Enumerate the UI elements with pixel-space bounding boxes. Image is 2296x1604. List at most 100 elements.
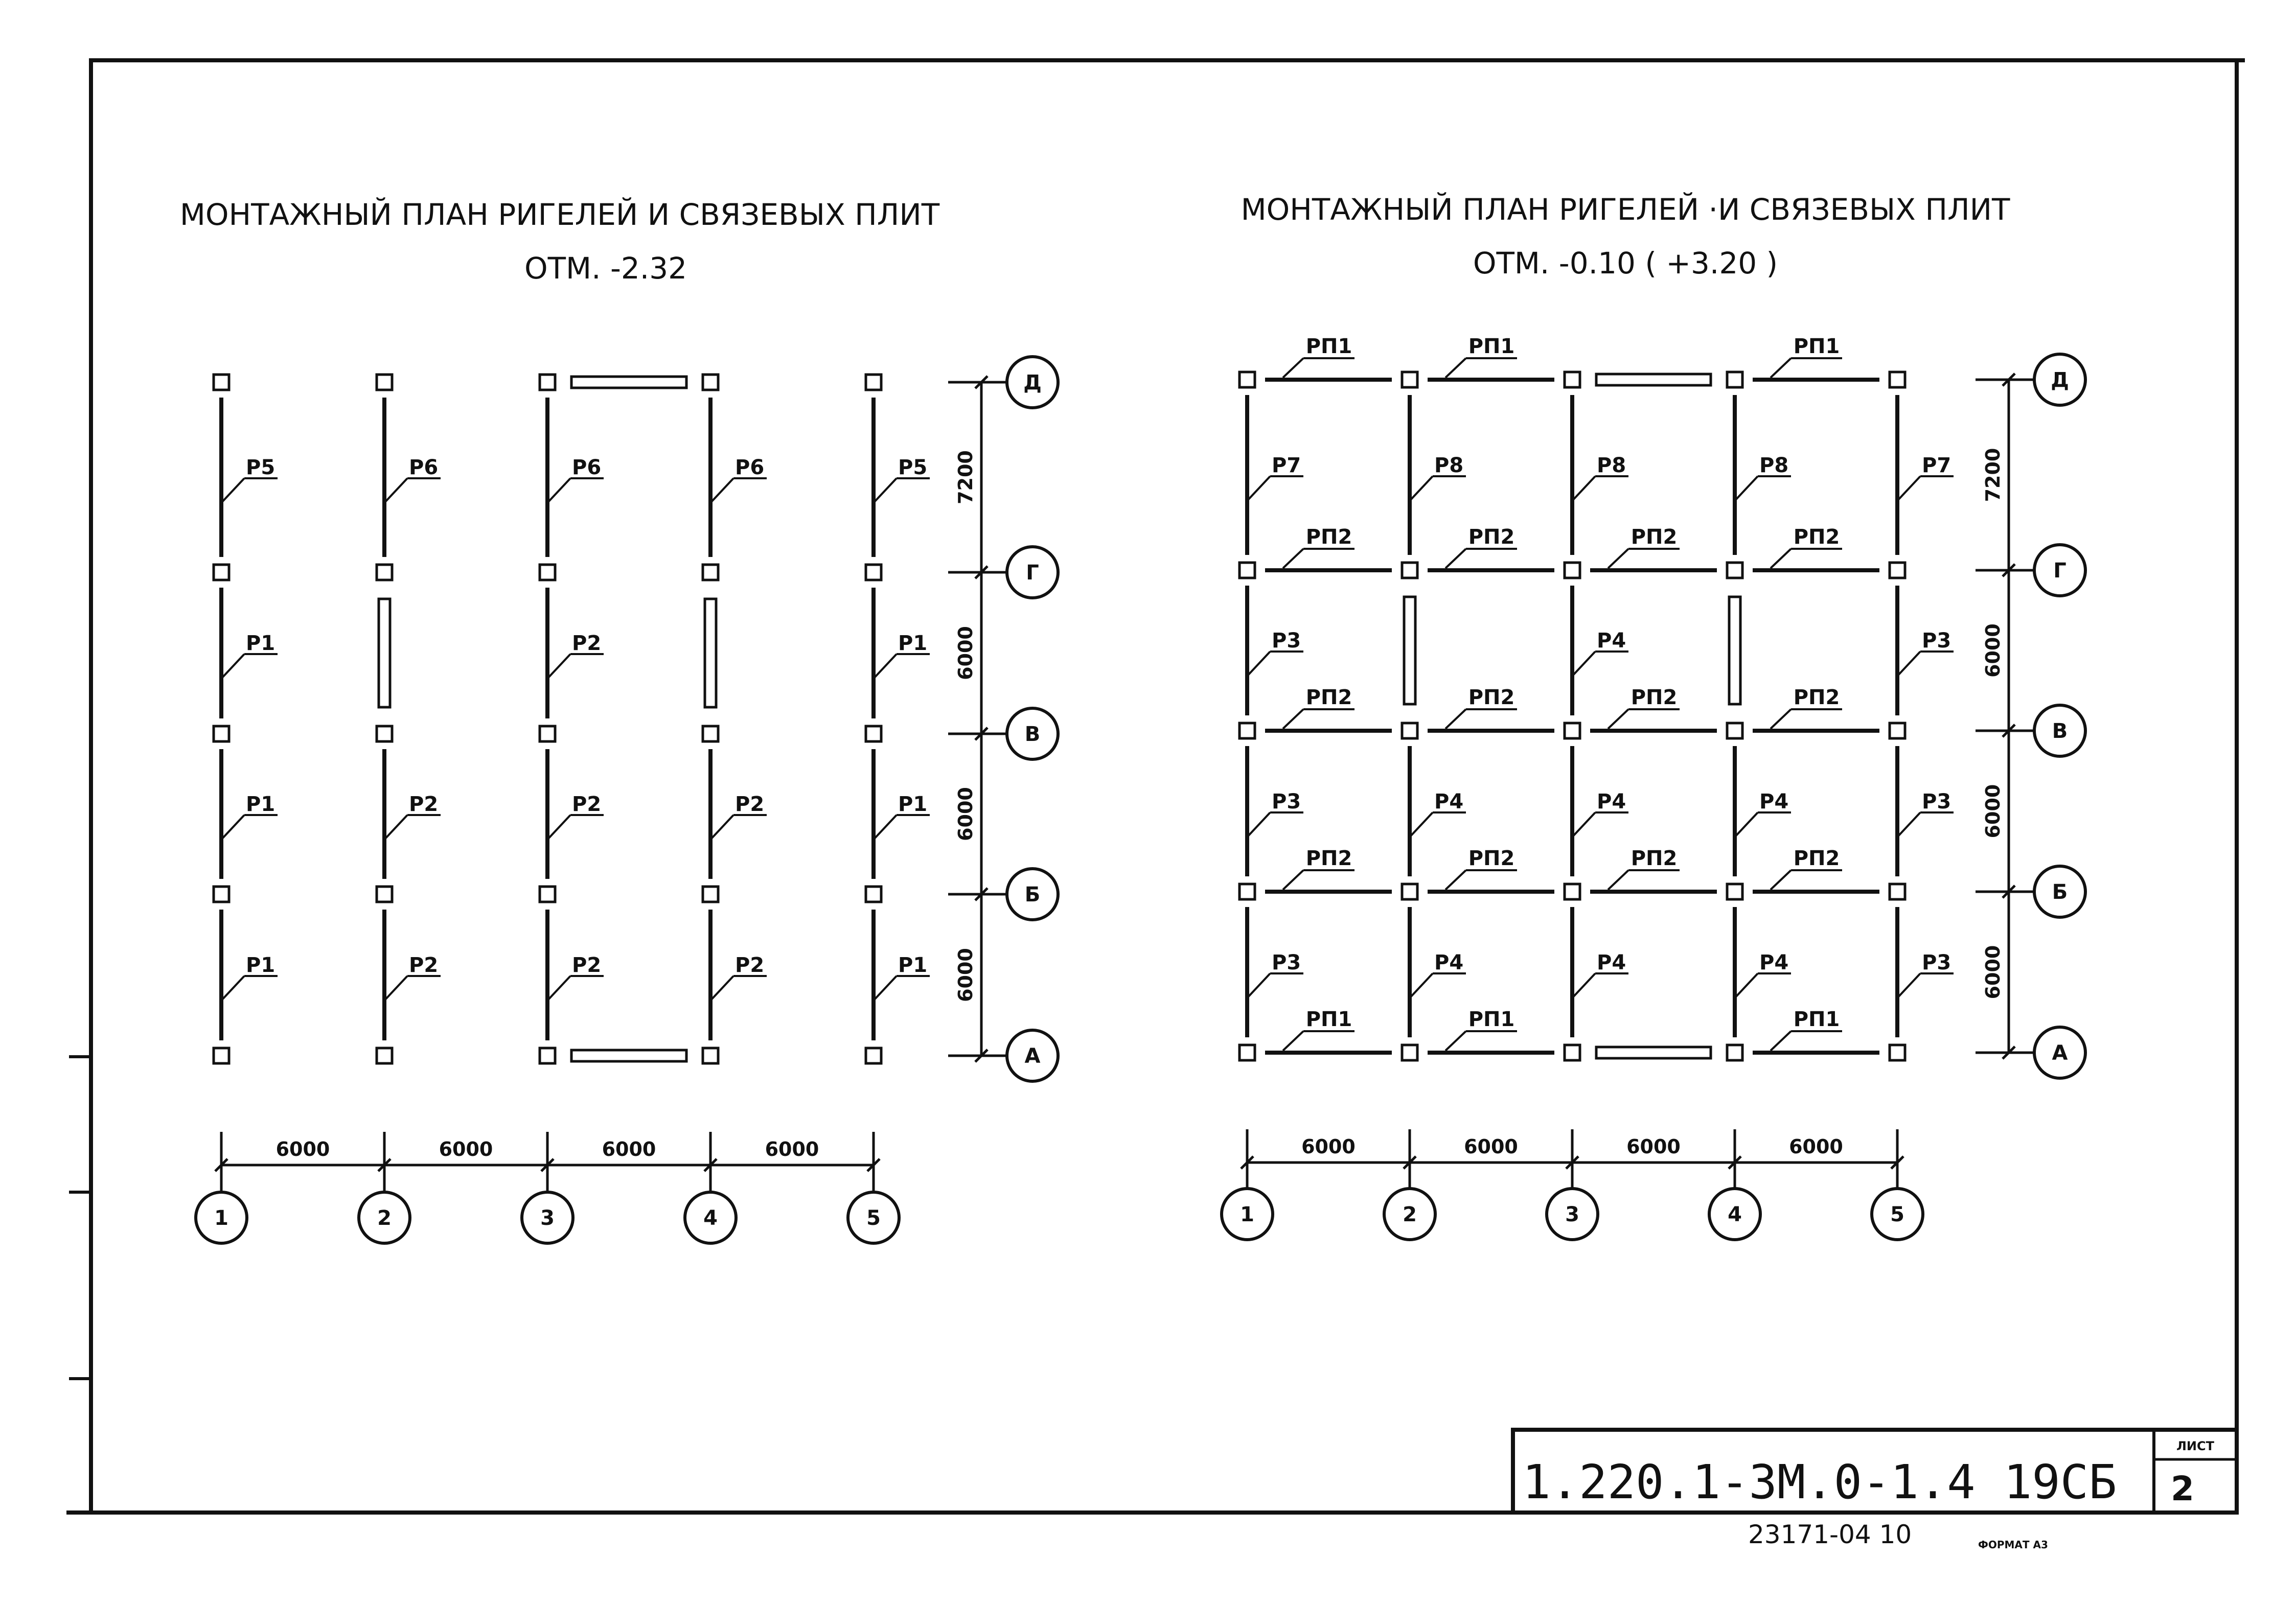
drawing-code: 1.220.1-3М.0-1.4 19СБ — [1522, 1455, 2117, 1509]
column — [1400, 370, 1419, 389]
leader-line — [1770, 357, 1792, 379]
column — [1726, 882, 1744, 901]
leader-line — [1896, 972, 1921, 999]
beam-label: Р4 — [1759, 951, 1788, 974]
dimension-tick — [974, 375, 989, 389]
leader-line — [546, 975, 571, 1002]
leader-line — [383, 975, 408, 1002]
plan-right-level: ОТМ. -0.10 ( +3.20 ) — [1473, 246, 1778, 281]
leader-line — [1571, 475, 1596, 502]
column — [1238, 1043, 1256, 1062]
axis-bubble-row — [2033, 353, 2087, 407]
sheet-label: ЛИСТ — [2176, 1439, 2215, 1453]
axis-bubble-row — [1005, 707, 1060, 761]
beam-label: Р2 — [572, 793, 601, 816]
beam-label: Р4 — [1434, 790, 1463, 813]
column — [1888, 370, 1907, 389]
dimension-value-y: 6000 — [954, 626, 977, 680]
sheet-number: 2 — [2171, 1469, 2194, 1508]
dimension-tick — [1728, 1155, 1742, 1170]
column — [212, 563, 231, 582]
leader-line — [1282, 708, 1304, 730]
leader-line — [1607, 708, 1629, 730]
column — [375, 725, 394, 743]
dimension-value-y: 7200 — [954, 450, 977, 504]
dimension-tick — [974, 1049, 989, 1063]
column — [1563, 561, 1581, 579]
axis-label-row: Б — [2052, 880, 2068, 904]
dimension-tick — [974, 887, 989, 901]
leader-line — [220, 975, 245, 1002]
leader-line — [1571, 811, 1596, 838]
plan-right-title: МОНТАЖНЫЙ ПЛАН РИГЕЛЕЙ ·И СВЯЗЕВЫХ ПЛИТ — [1241, 192, 2010, 227]
leader-line — [873, 477, 898, 504]
dimension-tick — [974, 565, 989, 579]
leader-line — [1896, 475, 1921, 502]
beam-label: РП2 — [1306, 525, 1352, 549]
axis-label-col: 3 — [540, 1206, 555, 1230]
dimension-value-y: 6000 — [1982, 623, 2004, 678]
plan-right: МОНТАЖНЫЙ ПЛАН РИГЕЛЕЙ ·И СВЯЗЕВЫХ ПЛИТ … — [1220, 192, 2087, 1241]
beam-label: РП1 — [1306, 1008, 1352, 1031]
beam-label: Р3 — [1272, 790, 1301, 813]
beam-label: Р1 — [898, 954, 927, 977]
column — [1888, 561, 1907, 579]
column — [1888, 722, 1907, 740]
dimension-tick — [214, 1158, 228, 1172]
dimension-tick — [703, 1158, 718, 1172]
format-label: ФОРМАТ А3 — [1978, 1539, 2048, 1551]
column — [1888, 882, 1907, 901]
beam-label: Р3 — [1272, 951, 1301, 974]
column — [212, 373, 231, 391]
axis-bubble-col — [194, 1191, 248, 1245]
axis-bubble-row — [2033, 704, 2087, 758]
dimension-value-x: 6000 — [276, 1138, 330, 1160]
beam-label: Р3 — [1922, 629, 1951, 653]
leader-line — [1607, 869, 1629, 891]
dimension-tick — [2002, 885, 2016, 899]
leader-line — [220, 814, 245, 841]
axis-label-row: Д — [1023, 371, 1042, 394]
column — [538, 885, 557, 903]
dimension-value-x: 6000 — [602, 1138, 656, 1160]
beam-label: Р2 — [735, 793, 764, 816]
leader-line — [1607, 548, 1629, 569]
column — [864, 373, 883, 391]
leader-line — [1246, 972, 1271, 999]
column — [538, 373, 557, 391]
plan-left-title: МОНТАЖНЫЙ ПЛАН РИГЕЛЕЙ И СВЯЗЕВЫХ ПЛИТ — [180, 197, 940, 232]
column — [1563, 722, 1581, 740]
axis-bubble-row — [2033, 543, 2087, 597]
column — [701, 1047, 720, 1065]
leader-line — [1734, 972, 1759, 999]
tie-plate — [1403, 595, 1417, 706]
beam-label: Р3 — [1922, 790, 1951, 813]
leader-line — [1734, 475, 1759, 502]
leader-line — [1444, 869, 1467, 891]
column — [1238, 882, 1256, 901]
dimension-tick — [377, 1158, 392, 1172]
axis-label-row: Г — [2053, 559, 2067, 583]
dimension-value-y: 7200 — [1982, 448, 2004, 502]
column — [701, 885, 720, 903]
leader-line — [1409, 811, 1434, 838]
beam-label: Р7 — [1922, 454, 1951, 477]
leader-line — [709, 814, 734, 841]
beam-label: РП2 — [1794, 525, 1840, 549]
column — [864, 725, 883, 743]
column — [1726, 370, 1744, 389]
dimension-value-y: 6000 — [954, 948, 977, 1002]
axis-bubble-col — [520, 1191, 575, 1245]
axis-bubble-row — [1005, 355, 1060, 409]
beam-label: РП2 — [1468, 525, 1515, 549]
leader-line — [1409, 972, 1434, 999]
beam-label: РП1 — [1794, 1008, 1840, 1031]
leader-line — [1246, 650, 1271, 677]
column — [1563, 1043, 1581, 1062]
tie-plate — [570, 1049, 688, 1063]
leader-line — [1246, 475, 1271, 502]
leader-line — [1444, 548, 1467, 569]
tie-plate — [1595, 1045, 1712, 1060]
